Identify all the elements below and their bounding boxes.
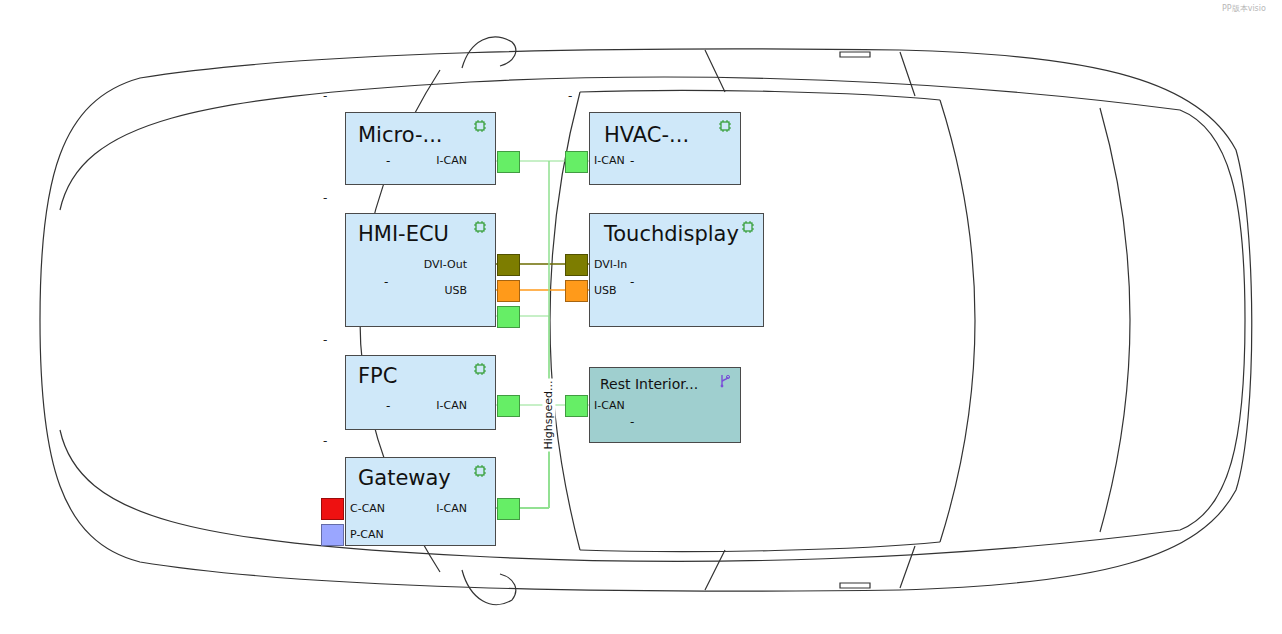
car-side-line (60, 320, 1245, 561)
branch-icon (718, 374, 732, 388)
roof-line (580, 542, 940, 552)
ecu-box: FPC - I-CAN (345, 355, 496, 430)
placeholder-dash: - (568, 89, 572, 103)
node-title: Touchdisplay (604, 222, 739, 247)
ecu-box: Rest Interior... I-CAN- (589, 367, 741, 443)
port-square (565, 280, 588, 302)
port-label: DVI-Out (424, 258, 467, 271)
placeholder-dash: - (386, 154, 390, 168)
ecu-box: HMI-ECU - DVI-OutUSB (345, 213, 496, 327)
watermark: PP版本visio (1222, 4, 1266, 14)
placeholder-dash: - (384, 275, 388, 289)
bus-label: Highspeed... (542, 378, 555, 451)
port-square (497, 395, 520, 417)
port-square (565, 254, 588, 276)
connector (496, 405, 549, 508)
connector (496, 161, 549, 508)
rear-window (1100, 108, 1130, 532)
placeholder-dash: - (323, 333, 327, 347)
placeholder-dash: - (323, 191, 327, 205)
port-label: I-CAN (436, 154, 467, 167)
placeholder-dash: - (630, 415, 634, 429)
ecu-box: HVAC-... I-CAN- (589, 112, 741, 185)
port-square (497, 498, 520, 520)
port-label: P-CAN (350, 528, 384, 541)
connector (496, 161, 589, 508)
chip-icon (741, 220, 755, 234)
node-title: Rest Interior... (600, 376, 698, 393)
port-square (497, 254, 520, 276)
roof-line (580, 90, 940, 100)
port-label: I-CAN (436, 399, 467, 412)
port-square (565, 395, 588, 417)
car-body (40, 49, 1252, 591)
port-square (497, 306, 520, 328)
port-label: DVI-In (594, 258, 627, 271)
door-handle (840, 52, 870, 588)
chip-icon (718, 119, 732, 133)
port-square (497, 151, 520, 173)
node-title: Gateway (358, 466, 451, 491)
chip-icon (473, 119, 487, 133)
port-square (497, 280, 520, 302)
chip-icon (473, 220, 487, 234)
port-square (565, 151, 588, 173)
rear-window (940, 100, 975, 542)
ecu-box: GatewayC-CAN P-CAN I-CAN (345, 457, 496, 546)
ecu-box: Micro-... - I-CAN (345, 112, 496, 185)
port-square (321, 498, 344, 520)
port-square (321, 524, 344, 546)
port-label: I-CAN (594, 399, 625, 412)
placeholder-dash: - (323, 434, 327, 448)
port-label: USB (444, 284, 467, 297)
port-label: USB (594, 284, 617, 297)
ecu-box: TouchdisplayDVI-InUSB- (589, 213, 764, 327)
chip-icon (473, 362, 487, 376)
node-title: HMI-ECU (358, 222, 449, 247)
placeholder-dash: - (630, 275, 634, 289)
port-label: I-CAN (436, 502, 467, 515)
chip-icon (473, 464, 487, 478)
placeholder-dash: - (386, 399, 390, 413)
mirror (462, 570, 516, 605)
placeholder-dash: - (323, 89, 327, 103)
mirror (462, 37, 516, 68)
connector (496, 316, 549, 508)
node-title: HVAC-... (604, 123, 689, 148)
placeholder-dash: - (630, 154, 634, 168)
node-title: Micro-... (358, 123, 443, 148)
port-label: C-CAN (350, 502, 385, 515)
port-label: I-CAN (594, 154, 625, 167)
node-title: FPC (358, 364, 397, 389)
